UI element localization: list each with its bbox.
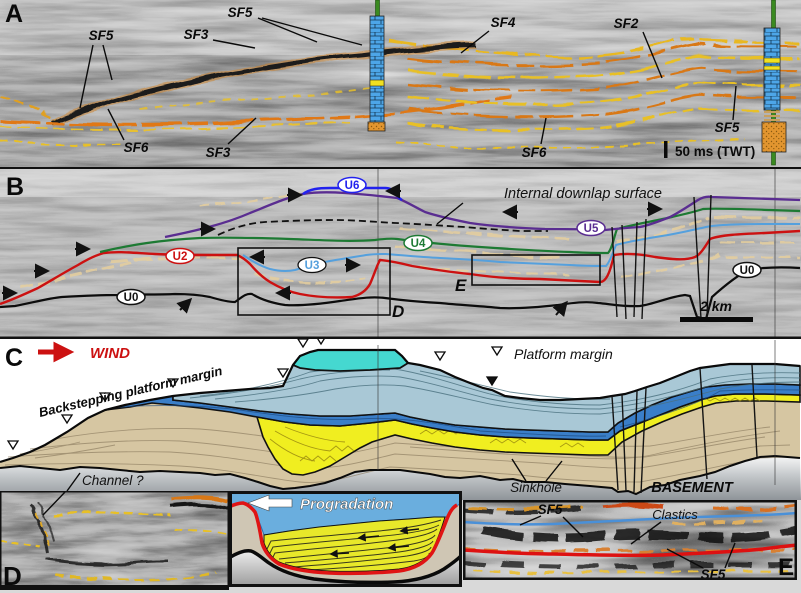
platform-margin-triangles [6,339,499,451]
onlap-arrows [2,183,663,318]
panel-c-line-drawing: Platform margin WIND C Backstepping plat… [0,339,801,500]
sf-label: SF3 [184,27,209,42]
seismic-reflectors [0,495,229,582]
leader [107,108,125,141]
km-scale-bar [680,317,753,322]
tan-reflector-streaks [19,192,801,289]
black-horizon-line [229,549,462,585]
pill-u2: U2 [173,251,188,263]
horizon-u0-line [0,266,801,321]
blue-horizon-line [463,511,797,526]
internal-downlap-line [217,219,548,236]
leader [79,44,94,109]
progradation-arrow-icon [247,494,293,512]
panel-d-seismic-closeup: D [0,491,229,590]
leader [732,85,737,121]
panel-b-interpreted-seismic: D E U6 U2 U3 U4 U5 U0 U0 Internal downla… [0,167,801,339]
wind-label: WIND [90,345,130,362]
sinkhole-leader-1 [511,458,527,482]
leader [540,117,547,145]
sinkhole-leader-2 [545,460,563,482]
faults [611,194,712,320]
leader [102,44,113,81]
panel-a-seismic: A SF5 SF3 SF5 SF4 SF2 SF6 SF3 SF6 SF5 50… [0,0,801,167]
pill-u6: U6 [345,180,360,192]
leader [460,30,490,54]
sf5-label-top: SF5 [538,502,563,517]
channel-label: Channel ? [82,473,144,488]
sinkhole-label: Sinkhole [510,480,562,495]
seismic-texture [0,0,801,167]
seismic-reflectors [0,38,801,149]
channel-leader [66,472,81,492]
panel-c-letter: C [5,344,23,372]
sf-label: SF4 [491,15,516,30]
leader [642,31,663,79]
panel-d-letter: D [3,561,22,590]
sf-label: SF6 [522,145,547,160]
clinoform-arrows [329,526,420,558]
layer-cyan [291,349,410,372]
sf-label: SF5 [89,28,114,43]
basement-fill [0,456,801,500]
red-horizon-line [463,543,797,558]
leader [562,516,584,538]
basement-top-line [0,454,801,496]
panel-e-seismic-closeup: SF5 Clastics SF5 E [463,500,797,580]
downlap-annotation: Internal downlap surface [504,186,662,202]
pill-u4: U4 [411,238,426,250]
twt-scale-label: 50 ms (TWT) [675,144,755,159]
pill-u0-left: U0 [124,292,139,304]
km-scale-label: 2 km [699,298,732,314]
horizon-u4-line [99,207,801,255]
channel-leader-continuation [42,491,67,516]
pill-u3: U3 [305,260,320,272]
sf-label: SF5 [715,120,740,135]
top-surface-line [0,348,801,464]
sf5-label-bottom: SF5 [701,567,726,580]
sf-label: SF5 [228,5,253,20]
basement-label: BASEMENT [651,480,734,496]
downlap-leader [436,202,464,225]
panel-b-letter: B [6,173,24,201]
leader [212,39,256,49]
well-log-right [761,0,787,166]
legend-triangle-icon [490,346,504,357]
horizon-pills: U6 U2 U3 U4 U5 U0 U0 [116,176,762,306]
sf-label: SF3 [206,145,231,160]
leader [257,17,318,43]
inset-basement [229,550,462,587]
leader [666,548,704,569]
leader [227,117,257,145]
leader [519,515,542,526]
inset-progradation-sketch: Progradation [229,491,462,587]
legend-platform-margin: Platform margin [514,346,613,362]
box-e-label: E [455,276,467,295]
sf-label: SF2 [614,16,639,31]
panel-e-letter: E [778,554,794,580]
twt-scale-bar [664,141,668,158]
sf-label: SF6 [124,140,149,155]
zoom-box-d [237,247,391,316]
faults [611,364,758,494]
pill-u5: U5 [584,223,599,235]
leader [724,542,736,569]
progradation-label: Progradation [300,496,393,513]
red-horizon-line [229,501,458,576]
pill-u0-right: U0 [740,265,755,277]
zoom-box-e [471,254,601,286]
clastics-label: Clastics [652,507,698,522]
seismic-texture [0,491,229,590]
box-d-label: D [392,302,404,321]
panel-a-letter: A [5,0,23,28]
leader [630,521,662,545]
leader [261,17,363,46]
well-log-left [367,0,386,132]
